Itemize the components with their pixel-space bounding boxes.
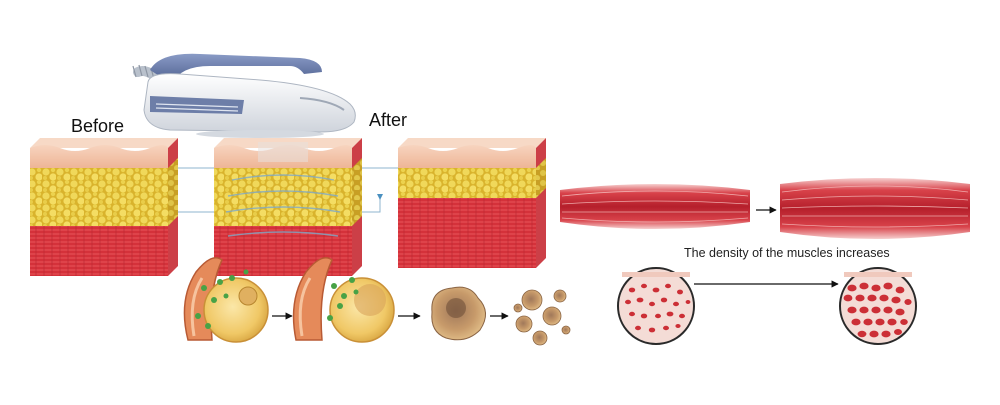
muscle-band-before — [560, 184, 750, 229]
block-connectors — [178, 167, 398, 213]
muscle-density-caption: The density of the muscles increases — [684, 246, 890, 260]
fat-cell-fragments — [513, 289, 571, 346]
muscle-band-after — [780, 178, 970, 239]
fat-cell-2 — [292, 257, 395, 343]
label-after: After — [369, 110, 408, 130]
fat-cell-sequence — [183, 257, 571, 346]
device-icon — [132, 53, 356, 138]
label-before: Before — [71, 116, 125, 136]
tissue-block-after — [398, 138, 546, 268]
tissue-block-before — [30, 138, 178, 276]
tissue-block-treatment — [214, 138, 362, 276]
fat-cell-1 — [183, 257, 269, 343]
muscle-cross-section-after — [839, 267, 917, 345]
muscle-cross-section-before — [617, 267, 695, 345]
fat-cell-3 — [431, 286, 486, 341]
